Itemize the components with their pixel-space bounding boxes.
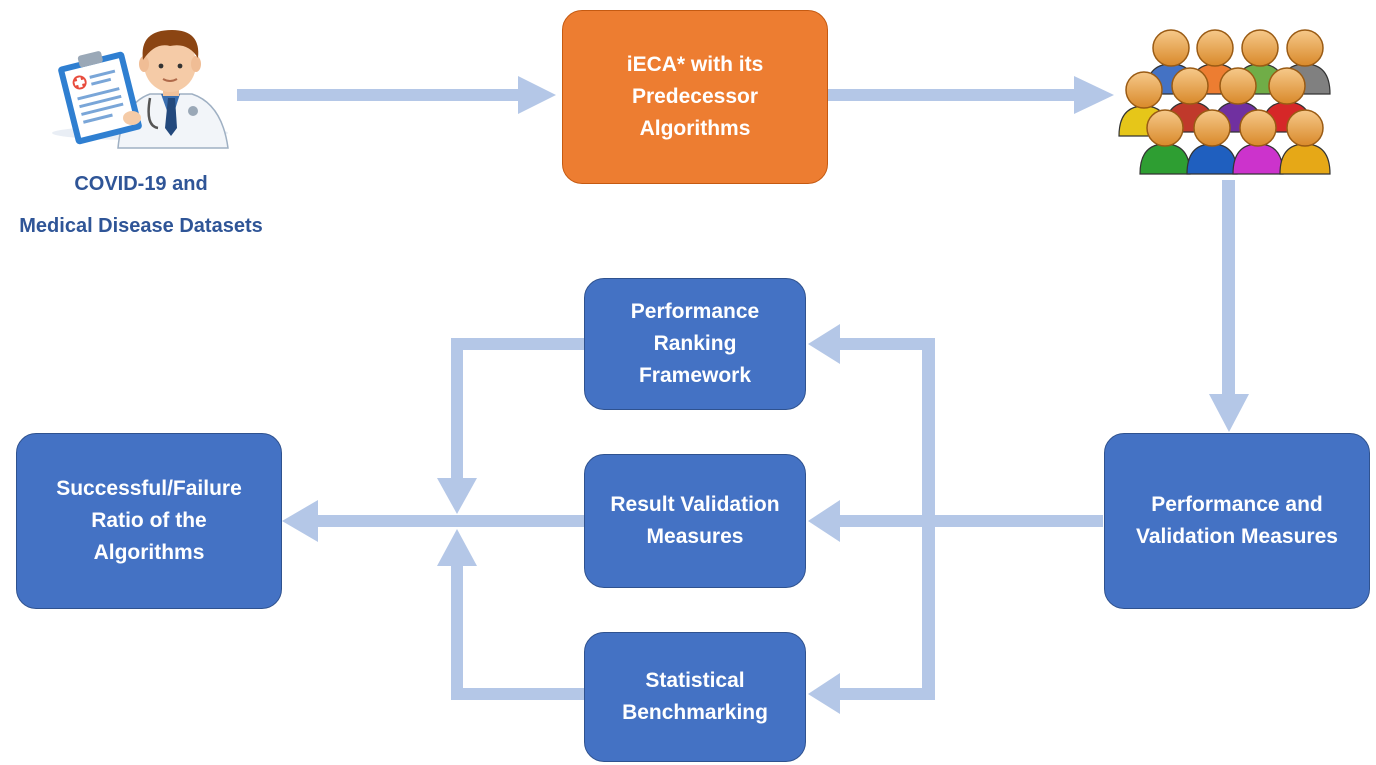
- arrow-benchmarking-up: [451, 565, 463, 700]
- arrowhead-algorithms: [518, 76, 556, 114]
- person-figure: [1186, 109, 1238, 175]
- dataset-caption: COVID-19 and Medical Disease Datasets: [0, 172, 282, 238]
- arrow-branch-to-benchmarking: [836, 688, 935, 700]
- measures-box: Performance and Validation Measures: [1104, 433, 1370, 609]
- validation-box-label: Result Validation Measures: [610, 493, 780, 548]
- dataset-caption-line1: COVID-19 and: [74, 173, 208, 195]
- algorithms-box-label: iECA* with its Predecessor Algorithms: [626, 53, 764, 140]
- arrowhead-validation: [808, 500, 840, 542]
- algorithms-box: iECA* with its Predecessor Algorithms: [562, 10, 828, 184]
- arrow-validation-to-ratio: [314, 515, 584, 527]
- arrowhead-benchmarking: [808, 673, 840, 714]
- ratio-box: Successful/Failure Ratio of the Algorith…: [16, 433, 282, 609]
- doctor-with-clipboard-icon: [52, 30, 229, 149]
- arrow-measures-to-validation: [836, 515, 1103, 527]
- ranking-box: Performance Ranking Framework: [584, 278, 806, 410]
- arrowhead-measures: [1209, 394, 1249, 432]
- arrow-benchmarking-out: [451, 688, 584, 700]
- arrowhead-junction-top: [437, 478, 477, 514]
- validation-box: Result Validation Measures: [584, 454, 806, 588]
- person-figure: [1279, 109, 1331, 175]
- arrowhead-junction-bottom: [437, 529, 477, 566]
- benchmark-box: Statistical Benchmarking: [584, 632, 806, 762]
- arrow-population-to-measures: [1222, 180, 1235, 397]
- person-figure: [1232, 109, 1284, 175]
- arrow-branch-to-ranking: [836, 338, 935, 350]
- person-figure: [1139, 109, 1191, 175]
- arrow-ranking-down: [451, 338, 463, 480]
- arrowhead-population: [1074, 76, 1114, 114]
- ratio-box-label: Successful/Failure Ratio of the Algorith…: [56, 477, 242, 564]
- ranking-box-label: Performance Ranking Framework: [630, 300, 760, 387]
- user-group-icon: [1118, 29, 1331, 175]
- arrow-algorithms-to-population: [828, 89, 1078, 101]
- branch-line-right: [922, 338, 935, 700]
- arrow-ranking-out: [451, 338, 584, 350]
- dataset-caption-line2: Medical Disease Datasets: [19, 215, 263, 237]
- benchmark-box-label: Statistical Benchmarking: [622, 669, 768, 724]
- arrowhead-ratio: [282, 500, 318, 542]
- arrow-dataset-to-algorithms: [237, 89, 522, 101]
- arrowhead-ranking: [808, 324, 840, 364]
- connector-arrows: [237, 76, 1249, 714]
- measures-box-label: Performance and Validation Measures: [1136, 493, 1338, 548]
